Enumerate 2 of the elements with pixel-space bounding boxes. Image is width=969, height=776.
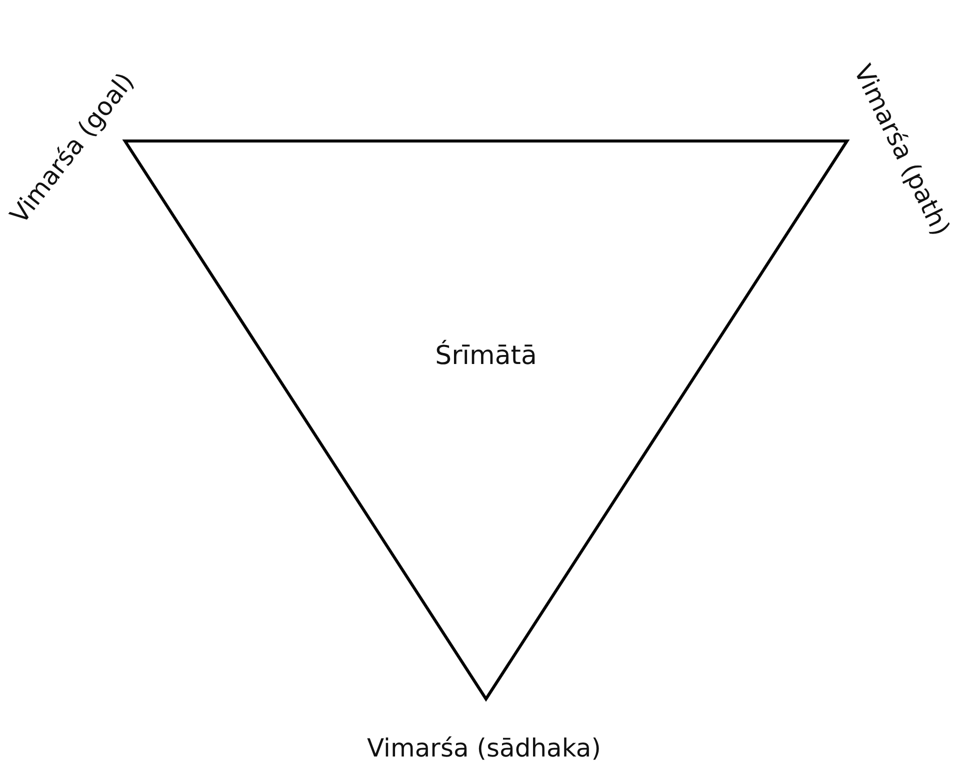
- node-label: Śrīmātā: [435, 341, 537, 371]
- vertex-label: Vimarśa (sādhaka): [367, 734, 601, 762]
